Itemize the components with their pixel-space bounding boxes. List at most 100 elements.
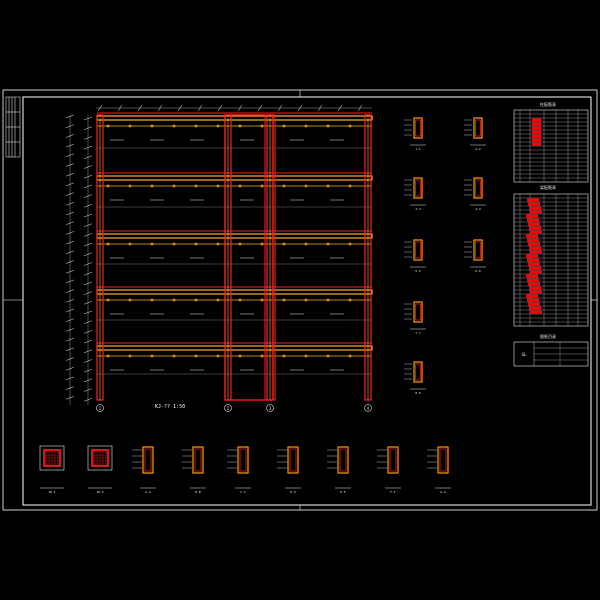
rebar-dot	[106, 242, 110, 246]
joint-label: JD-2	[96, 490, 103, 494]
rebar-dot	[106, 184, 110, 188]
dim-tick	[83, 330, 93, 334]
table-red-cell	[526, 234, 538, 238]
dim-tick	[65, 250, 75, 255]
dim-tick	[83, 368, 93, 373]
dim-tick	[65, 182, 75, 187]
rebar-dot	[348, 298, 352, 302]
rebar-dot	[282, 184, 286, 188]
rebar-dot	[150, 124, 154, 128]
rebar-dot	[282, 242, 286, 246]
section-outline	[413, 301, 423, 323]
dim-tick	[83, 126, 93, 130]
section-rebar	[415, 363, 421, 381]
rebar-dot	[326, 124, 330, 128]
rebar-dot	[106, 354, 110, 358]
table-red-cell	[529, 226, 541, 230]
section-rebar	[475, 179, 481, 197]
dim-tick	[83, 281, 93, 286]
section-label: C-C	[240, 490, 246, 494]
rebar-dot	[326, 184, 330, 188]
rebar-dot	[150, 184, 154, 188]
table1-title: 柱配筋表	[540, 101, 556, 107]
table-red-cell	[526, 294, 538, 298]
section-outline	[413, 239, 423, 261]
rebar-dot	[348, 242, 352, 246]
section-outline	[473, 239, 483, 261]
axis-label: 3	[269, 406, 272, 411]
rebar-dot	[172, 298, 176, 302]
axis-label: 1	[99, 406, 102, 411]
table2-title: 梁配筋表	[540, 184, 556, 190]
beam-section-rebar	[339, 448, 347, 472]
dim-tick	[65, 347, 75, 352]
dim-tick	[65, 124, 75, 128]
dim-tick	[65, 240, 75, 245]
table-red-cell	[529, 206, 541, 210]
dim-tick	[83, 184, 93, 189]
section-label: 5-5	[415, 269, 421, 273]
rebar-dot	[194, 298, 198, 302]
rebar-dot	[326, 354, 330, 358]
rebar-dot	[216, 184, 220, 188]
section-label: 2-2	[475, 147, 481, 151]
dim-tick	[277, 104, 283, 112]
table-red-cell	[530, 250, 542, 254]
table-red-cell	[532, 130, 541, 134]
rebar-dot	[282, 124, 286, 128]
dim-tick	[217, 104, 223, 112]
rebar-dot	[172, 184, 176, 188]
rebar-dot	[106, 298, 110, 302]
beam-section	[387, 446, 399, 474]
table-red-cell	[527, 278, 539, 282]
dim-tick	[65, 172, 75, 177]
dim-tick	[65, 192, 75, 196]
table-red-cell	[526, 274, 538, 278]
section-label: G-G	[440, 490, 446, 494]
rebar-dot	[194, 124, 198, 128]
table-red-cell	[527, 198, 539, 202]
table-red-cell	[532, 122, 541, 126]
dim-tick	[83, 155, 93, 160]
dim-tick	[65, 328, 75, 332]
table-red-cell	[527, 258, 539, 262]
table-red-cell	[532, 134, 541, 138]
dim-tick	[65, 143, 75, 148]
table-red-cell	[526, 254, 538, 258]
table-red-cell	[528, 222, 540, 226]
rebar-dot	[172, 242, 176, 246]
dim-tick	[65, 289, 75, 293]
sheet-border	[2, 89, 598, 511]
table-red-cell	[530, 270, 542, 274]
dim-tick	[83, 271, 93, 276]
dim-tick	[257, 104, 263, 112]
table-red-cell	[529, 266, 541, 270]
rebar-dot	[150, 298, 154, 302]
dim-tick	[65, 279, 75, 284]
joint-outline	[87, 445, 113, 471]
beam-section-rebar	[239, 448, 247, 472]
table-red-cell	[532, 138, 541, 142]
rebar-dot	[194, 242, 198, 246]
dim-tick	[83, 242, 93, 247]
section-outline	[473, 177, 483, 199]
axis-bubble	[224, 404, 232, 412]
table-red-cell	[527, 298, 539, 302]
rebar-dot	[348, 184, 352, 188]
dim-tick	[83, 262, 93, 266]
dim-tick	[65, 163, 75, 167]
section-label: 1-1	[415, 147, 421, 151]
section-label: E-E	[340, 490, 346, 494]
table-red-cell	[532, 126, 541, 130]
dim-tick	[65, 376, 75, 381]
dim-tick	[65, 337, 75, 342]
axis-label: 4	[367, 406, 370, 411]
rebar-dot	[326, 298, 330, 302]
dim-tick	[65, 318, 75, 322]
dim-tick	[65, 211, 75, 216]
rebar-dot	[216, 298, 220, 302]
rebar-dot	[216, 242, 220, 246]
